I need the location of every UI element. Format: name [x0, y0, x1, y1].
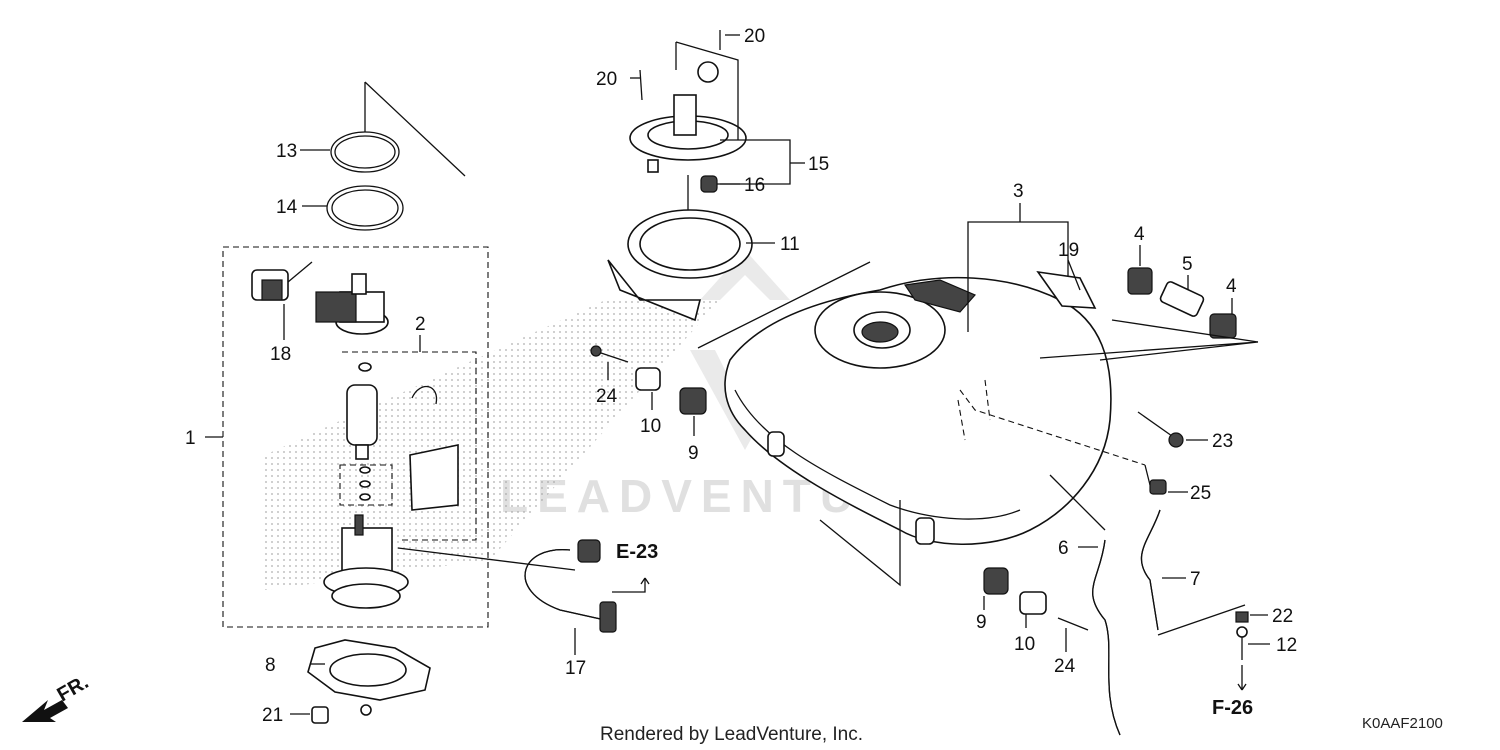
- callout-labels: 1 2 3 4 4 5 6 7 8 9 9 10 10 11 12 13 14 …: [185, 26, 1297, 726]
- callout-4a: 4: [1134, 224, 1145, 245]
- callout-1: 1: [185, 428, 196, 449]
- pump-top-flange: [315, 273, 389, 335]
- callout-3: 3: [1013, 181, 1024, 202]
- callout-7: 7: [1190, 569, 1201, 590]
- part-4-damper-b: [1209, 313, 1237, 339]
- callout-10a: 10: [640, 416, 661, 437]
- part-7-hose: [1140, 509, 1161, 631]
- callout-4b: 4: [1226, 276, 1237, 297]
- fuel-pump-assembly: [205, 246, 489, 628]
- callout-17: 17: [565, 658, 586, 679]
- callout-12: 12: [1276, 635, 1297, 656]
- pump-subassembly: [339, 351, 477, 541]
- callout-20a: 20: [744, 26, 765, 47]
- reference-e23: E-23: [616, 541, 658, 563]
- callout-20b: 20: [596, 69, 617, 90]
- part-9-damper-lower: [983, 567, 1009, 595]
- callout-9a: 9: [688, 443, 699, 464]
- callout-8: 8: [265, 655, 276, 676]
- part-12-fitting: [1236, 626, 1248, 660]
- part-17-fuel-hose: [524, 539, 617, 633]
- callout-25: 25: [1190, 483, 1211, 504]
- part-11-tray: [607, 209, 753, 322]
- part-24-bolt-upper: [590, 345, 629, 363]
- part-19-sticker: [1036, 270, 1097, 309]
- part-6-hose: [1092, 539, 1121, 736]
- callout-15: 15: [808, 154, 829, 175]
- part-15-fuel-cap: [629, 30, 747, 173]
- callout-16: 16: [744, 175, 765, 196]
- part-9-damper-upper: [679, 387, 707, 415]
- part-21-nut: [311, 706, 329, 724]
- part-5-collar: [1159, 281, 1205, 317]
- part-8-set-plate: [307, 639, 431, 716]
- callout-18: 18: [270, 344, 291, 365]
- callout-13: 13: [276, 141, 297, 162]
- leader-lines: [283, 34, 1270, 715]
- part-13-ring: [330, 131, 400, 173]
- callout-23: 23: [1212, 431, 1233, 452]
- part-14-ring: [326, 185, 404, 231]
- callout-2: 2: [415, 314, 426, 335]
- callout-9b: 9: [976, 612, 987, 633]
- footer-credit: Rendered by LeadVenture, Inc.: [600, 724, 863, 745]
- shading-band: [265, 298, 720, 590]
- part-22-clip: [1235, 611, 1249, 623]
- part-16-drain-tube: [700, 175, 718, 193]
- callout-6: 6: [1058, 538, 1069, 559]
- part-4-damper-a: [1127, 267, 1153, 295]
- callout-5: 5: [1182, 254, 1193, 275]
- callout-11: 11: [780, 234, 800, 255]
- pump-base: [323, 514, 409, 609]
- part-25-clip: [1149, 479, 1167, 495]
- callout-24a: 24: [596, 386, 618, 407]
- direction-label: FR.: [54, 671, 93, 706]
- callout-14: 14: [276, 197, 298, 218]
- part-3-fuel-tank: [724, 276, 1112, 546]
- callout-10b: 10: [1014, 634, 1035, 655]
- reference-f26: F-26: [1212, 697, 1253, 719]
- part-23-bolt: [1137, 411, 1184, 448]
- front-direction-arrow: [22, 700, 68, 722]
- callout-21: 21: [262, 705, 283, 726]
- callout-22: 22: [1272, 606, 1293, 627]
- part-24-bolt-lower: [1057, 617, 1089, 631]
- callout-19: 19: [1058, 240, 1079, 261]
- part-10-collar-lower: [1019, 591, 1047, 615]
- callout-24b: 24: [1054, 656, 1076, 677]
- diagram-code: K0AAF2100: [1362, 715, 1443, 732]
- part-10-collar-upper: [635, 367, 661, 391]
- part-18-connector: [251, 261, 313, 320]
